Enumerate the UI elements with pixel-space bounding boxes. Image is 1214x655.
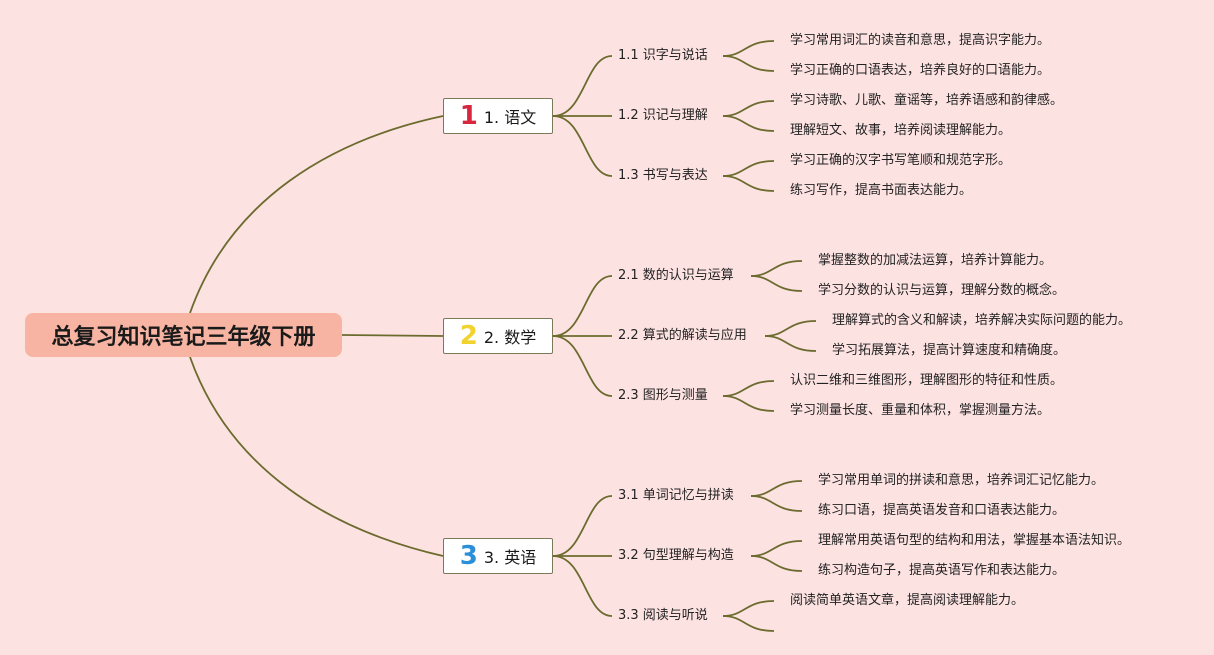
leaf-node: 学习诗歌、儿歌、童谣等，培养语感和韵律感。 (790, 93, 1064, 108)
sub-node-3-1: 3.1 单词记忆与拼读 (618, 488, 734, 503)
leaf-node: 学习测量长度、重量和体积，掌握测量方法。 (790, 403, 1051, 418)
connector-root-main-3 (189, 356, 444, 557)
number-badge-1: 1 (459, 101, 478, 131)
connector-sub11-leaf1 (722, 40, 775, 57)
connector-sub13-leaf1 (722, 160, 775, 177)
leaf-node: 理解算式的含义和解读，培养解决实际问题的能力。 (832, 313, 1132, 328)
main-node-2: 2 2. 数学 (443, 318, 553, 354)
root-node: 总复习知识笔记三年级下册 (25, 313, 342, 357)
number-badge-2: 2 (459, 321, 478, 351)
leaf-node: 学习常用词汇的读音和意思，提高识字能力。 (790, 33, 1051, 48)
connector-sub21-leaf2 (750, 275, 803, 292)
leaf-node: 学习正确的汉字书写笔顺和规范字形。 (790, 153, 1012, 168)
leaf-node: 认识二维和三维图形，理解图形的特征和性质。 (790, 373, 1064, 388)
connector-sub32-leaf1 (750, 540, 803, 557)
sub-node-3-3: 3.3 阅读与听说 (618, 608, 708, 623)
connector-sub22-leaf2 (764, 335, 817, 352)
leaf-node: 阅读简单英语文章，提高阅读理解能力。 (790, 593, 1025, 608)
leaf-node: 练习构造句子，提高英语写作和表达能力。 (818, 563, 1066, 578)
connector-sub22-leaf1 (764, 320, 817, 337)
root-title: 总复习知识笔记三年级下册 (51, 325, 316, 350)
sub-node-2-3: 2.3 图形与测量 (618, 388, 708, 403)
connector-sub12-leaf2 (722, 115, 775, 132)
main-node-label: 1. 语文 (483, 108, 537, 127)
leaf-node: 学习分数的认识与运算，理解分数的概念。 (818, 283, 1066, 298)
connector-sub33-leaf1 (722, 600, 775, 617)
leaf-node: 理解短文、故事，培养阅读理解能力。 (790, 123, 1012, 138)
main-node-label: 3. 英语 (483, 548, 537, 567)
sub-node-1-1: 1.1 识字与说话 (618, 48, 708, 63)
main-node-1: 1 1. 语文 (443, 98, 553, 134)
connector-main3-sub3 (552, 555, 613, 617)
leaf-node: 学习正确的口语表达，培养良好的口语能力。 (790, 63, 1051, 78)
connector-sub31-leaf2 (750, 495, 803, 512)
connector-sub23-leaf1 (722, 380, 775, 397)
connector-sub12-leaf1 (722, 100, 775, 117)
connector-sub11-leaf2 (722, 55, 775, 72)
number-badge-3: 3 (459, 541, 478, 571)
main-node-3: 3 3. 英语 (443, 538, 553, 574)
connector-sub31-leaf1 (750, 480, 803, 497)
connector-sub33-leaf2 (722, 615, 775, 632)
sub-node-3-2: 3.2 句型理解与构造 (618, 548, 734, 563)
connector-main2-sub1 (552, 275, 613, 337)
main-node-label: 2. 数学 (483, 328, 537, 347)
leaf-node: 学习常用单词的拼读和意思，培养词汇记忆能力。 (818, 473, 1105, 488)
connector-root-main-1 (189, 115, 444, 314)
leaf-node: 理解常用英语句型的结构和用法，掌握基本语法知识。 (818, 533, 1131, 548)
connector-main3-sub1 (552, 495, 613, 557)
sub-node-1-2: 1.2 识记与理解 (618, 108, 708, 123)
connector-main1-sub1 (552, 55, 613, 117)
connector-sub21-leaf1 (750, 260, 803, 277)
leaf-node: 掌握整数的加减法运算，培养计算能力。 (818, 253, 1053, 268)
sub-node-2-2: 2.2 算式的解读与应用 (618, 328, 747, 343)
leaf-node: 练习写作，提高书面表达能力。 (790, 183, 973, 198)
connector-sub23-leaf2 (722, 395, 775, 412)
connector-sub32-leaf2 (750, 555, 803, 572)
connector-root-main-2 (341, 334, 444, 337)
connector-main2-sub3 (552, 335, 613, 397)
leaf-node: 练习口语，提高英语发音和口语表达能力。 (818, 503, 1066, 518)
sub-node-1-3: 1.3 书写与表达 (618, 168, 708, 183)
connector-main1-sub3 (552, 115, 613, 177)
sub-node-2-1: 2.1 数的认识与运算 (618, 268, 734, 283)
leaf-node: 学习拓展算法，提高计算速度和精确度。 (832, 343, 1067, 358)
connector-sub13-leaf2 (722, 175, 775, 192)
